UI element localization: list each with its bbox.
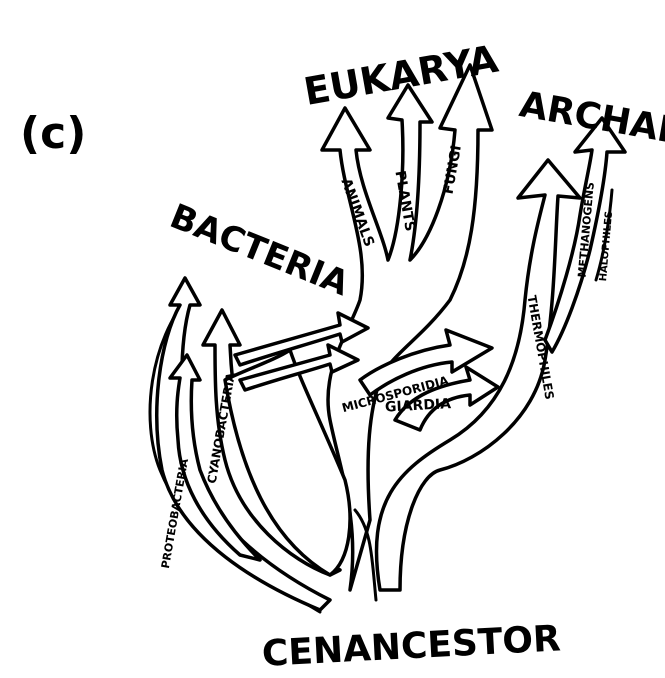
figure-label: (c) — [20, 108, 86, 159]
cenancestor-label: CENANCESTOR — [261, 618, 562, 675]
halophiles-label: HALOPHILES — [598, 211, 615, 282]
giardia-label: GIARDIA — [385, 396, 452, 415]
bacteria-label: BACTERIA — [164, 196, 355, 304]
